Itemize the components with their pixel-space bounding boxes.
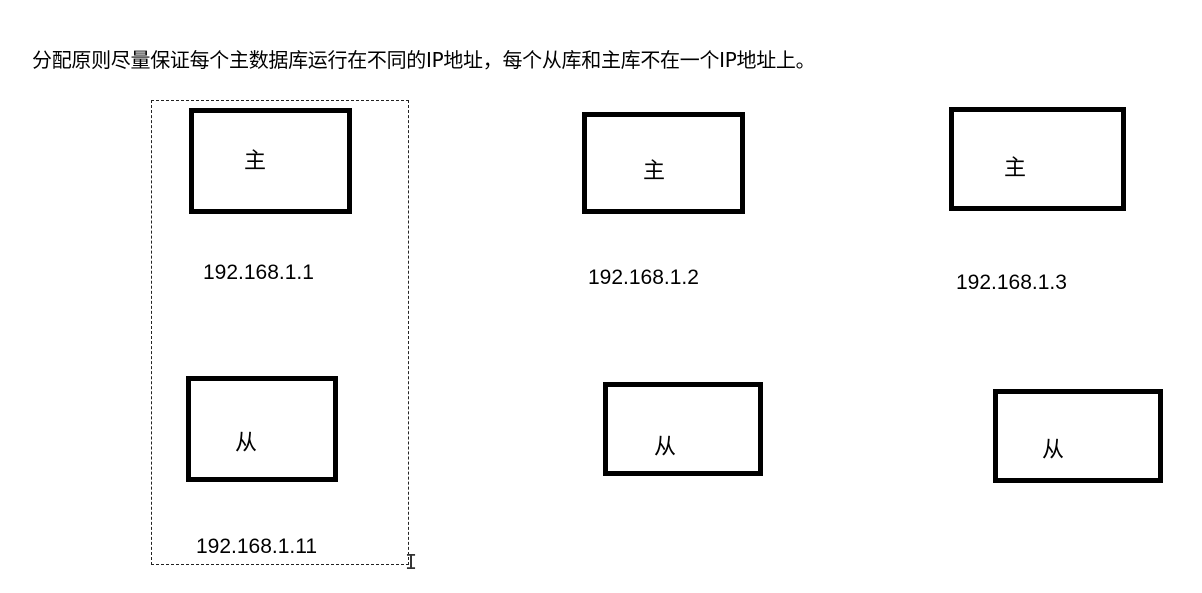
master-label-2: 主 — [643, 159, 666, 184]
slave-label-3: 从 — [1042, 438, 1065, 463]
selection-group — [151, 100, 409, 565]
slave-box-3: 从 — [993, 389, 1163, 483]
ip-label-2: 192.168.1.2 — [588, 266, 699, 289]
slave-label-2: 从 — [654, 435, 677, 460]
slave-label-1: 从 — [235, 431, 258, 456]
ip-label-3: 192.168.1.3 — [956, 271, 1067, 294]
master-box-1: 主 — [189, 108, 352, 214]
master-label-1: 主 — [244, 149, 267, 174]
slave-ip-label-1: 192.168.1.11 — [196, 535, 318, 558]
master-box-3: 主 — [949, 107, 1126, 211]
heading: 分配原则尽量保证每个主数据库运行在不同的IP地址，每个从库和主库不在一个IP地址… — [32, 48, 816, 72]
ip-label-1: 192.168.1.1 — [203, 261, 314, 284]
text-cursor-icon: I — [405, 550, 418, 574]
master-label-3: 主 — [1004, 156, 1027, 181]
slave-box-2: 从 — [603, 382, 763, 476]
master-box-2: 主 — [582, 112, 745, 214]
slave-box-1: 从 — [186, 376, 338, 482]
